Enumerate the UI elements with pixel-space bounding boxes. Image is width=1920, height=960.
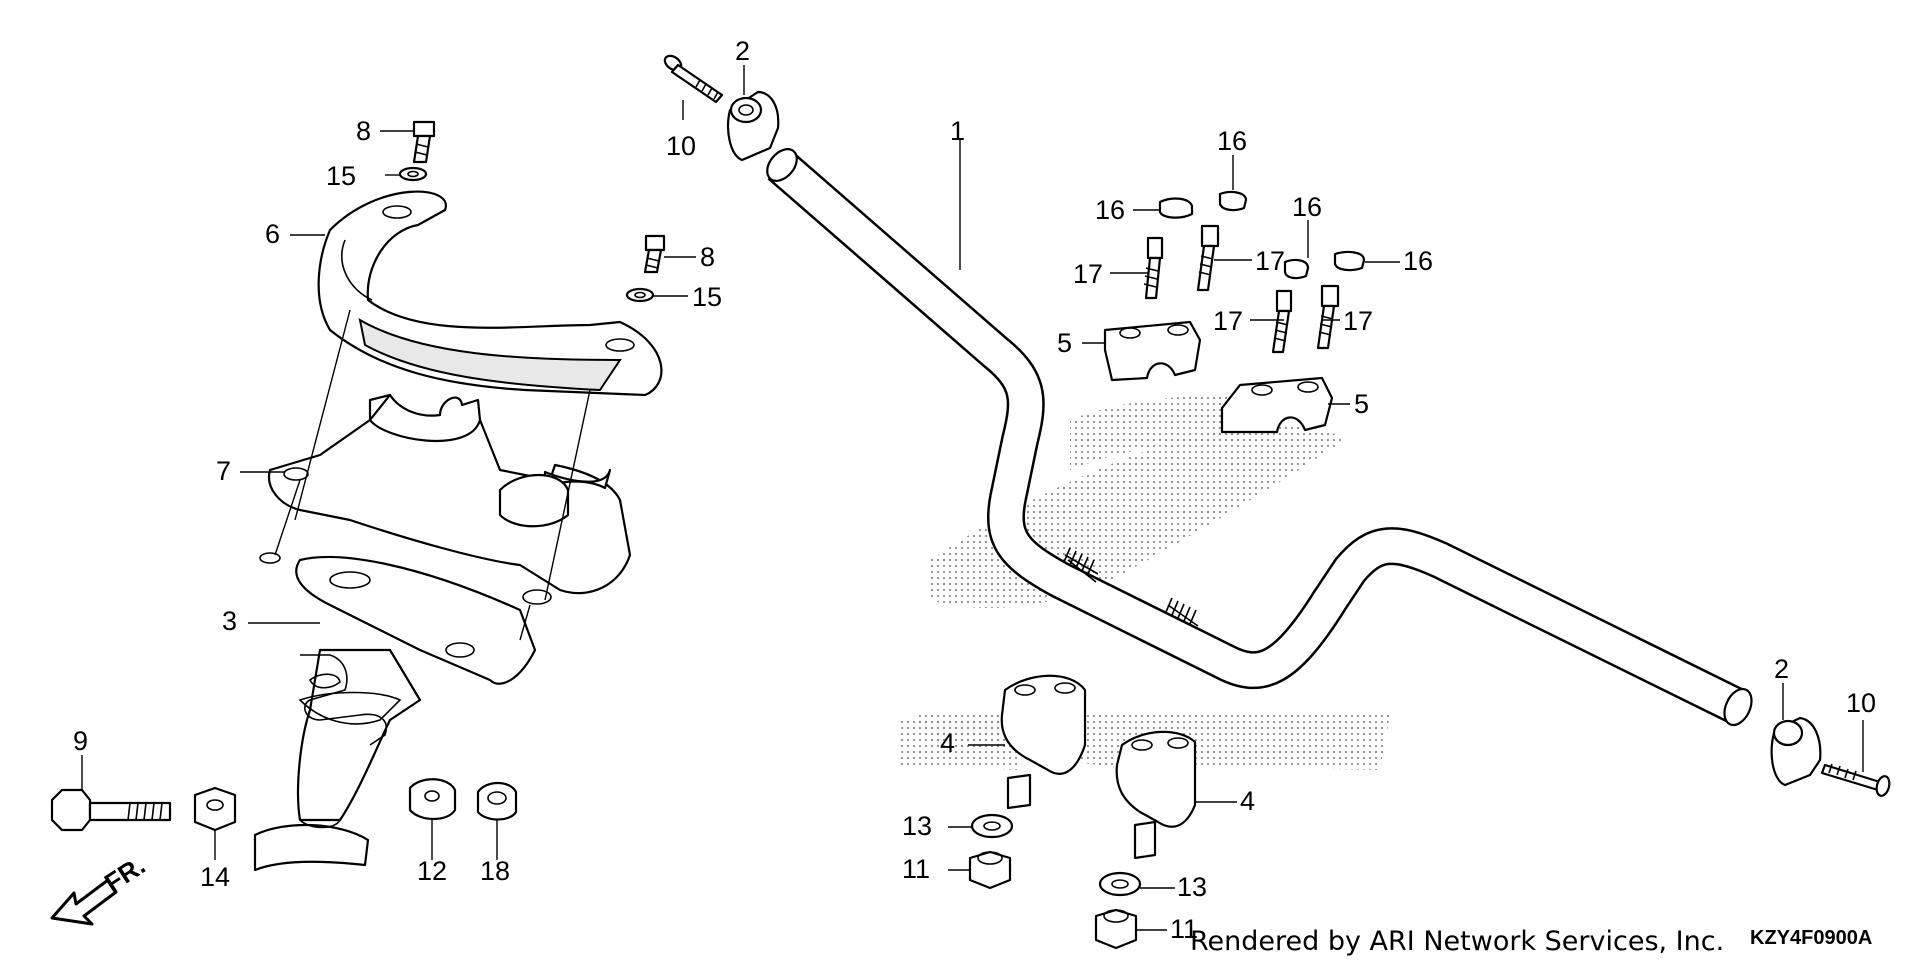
callout-16-b: 16 bbox=[1217, 126, 1247, 156]
callout-1: 1 bbox=[950, 116, 965, 146]
callout-7: 7 bbox=[216, 456, 231, 486]
callout-2-right: 2 bbox=[1774, 654, 1789, 684]
spring-clip bbox=[300, 654, 387, 746]
callout-10-left: 10 bbox=[666, 131, 696, 161]
bolt-8-top bbox=[412, 120, 436, 164]
washer-15-right bbox=[625, 287, 655, 303]
callout-15-right: 15 bbox=[692, 282, 722, 312]
steering-stem bbox=[253, 552, 537, 872]
lower-holder-right bbox=[1115, 730, 1197, 860]
callout-13-left: 13 bbox=[902, 811, 932, 841]
callout-labels: 1 2 2 3 4 4 5 5 6 7 8 8 9 10 10 11 11 12… bbox=[73, 36, 1876, 944]
washer-12 bbox=[408, 778, 457, 821]
callout-17-a: 17 bbox=[1073, 259, 1103, 289]
callout-8-right: 8 bbox=[700, 242, 715, 272]
callout-4-left: 4 bbox=[940, 728, 955, 758]
watermark-logo bbox=[900, 396, 1390, 770]
callout-11-left: 11 bbox=[902, 854, 930, 884]
callout-8-top: 8 bbox=[356, 116, 371, 146]
handlebar bbox=[766, 148, 1753, 727]
bolt-10-right bbox=[1820, 763, 1891, 797]
bolt-8-right bbox=[643, 234, 666, 274]
upper-holder-right bbox=[1220, 376, 1334, 434]
washer-13-right bbox=[1098, 871, 1142, 897]
callout-9: 9 bbox=[73, 726, 88, 756]
nut-11-left bbox=[968, 850, 1012, 890]
nut-14 bbox=[193, 786, 237, 832]
callout-18: 18 bbox=[480, 856, 510, 886]
upper-holder-left bbox=[1103, 320, 1202, 382]
bolt-9 bbox=[50, 788, 172, 832]
callout-13-right: 13 bbox=[1177, 872, 1207, 902]
callout-6: 6 bbox=[265, 219, 280, 249]
washer-13-left bbox=[970, 813, 1014, 839]
leader-lines bbox=[81, 65, 1864, 931]
diagram-code: KZY4F0900A bbox=[1750, 927, 1872, 949]
washer-15-top bbox=[398, 166, 428, 182]
callout-17-b: 17 bbox=[1255, 246, 1285, 276]
callout-16-d: 16 bbox=[1403, 246, 1433, 276]
nut-18 bbox=[476, 781, 518, 821]
callout-17-c: 17 bbox=[1213, 306, 1243, 336]
callout-5-right: 5 bbox=[1354, 389, 1369, 419]
callout-11-right: 11 bbox=[1170, 914, 1198, 944]
callout-12: 12 bbox=[417, 856, 447, 886]
credit-text: Rendered by ARI Network Services, Inc. bbox=[1190, 926, 1724, 957]
bolt-17-set bbox=[1143, 224, 1340, 354]
callout-4-right: 4 bbox=[1240, 786, 1255, 816]
callout-2-left: 2 bbox=[735, 36, 750, 66]
callout-17-d: 17 bbox=[1343, 306, 1373, 336]
callout-3: 3 bbox=[222, 606, 237, 636]
handlebar-weight-left bbox=[726, 90, 780, 162]
callout-15-top: 15 bbox=[326, 161, 356, 191]
nut-11-right bbox=[1094, 908, 1138, 950]
callout-16-a: 16 bbox=[1095, 195, 1125, 225]
bolt-10-left bbox=[663, 54, 724, 104]
callout-16-c: 16 bbox=[1292, 192, 1322, 222]
callout-5-left: 5 bbox=[1057, 328, 1072, 358]
top-bridge bbox=[267, 393, 632, 605]
callout-10-right: 10 bbox=[1846, 688, 1876, 718]
handlebar-weight-right bbox=[1770, 716, 1822, 787]
front-arrow-icon bbox=[50, 878, 118, 926]
callout-14: 14 bbox=[200, 862, 230, 892]
handlebar-holder-cover bbox=[317, 190, 663, 397]
lower-holder-left bbox=[1000, 674, 1087, 810]
front-direction-indicator: FR. bbox=[50, 850, 150, 926]
cap-16-set bbox=[1158, 190, 1366, 280]
